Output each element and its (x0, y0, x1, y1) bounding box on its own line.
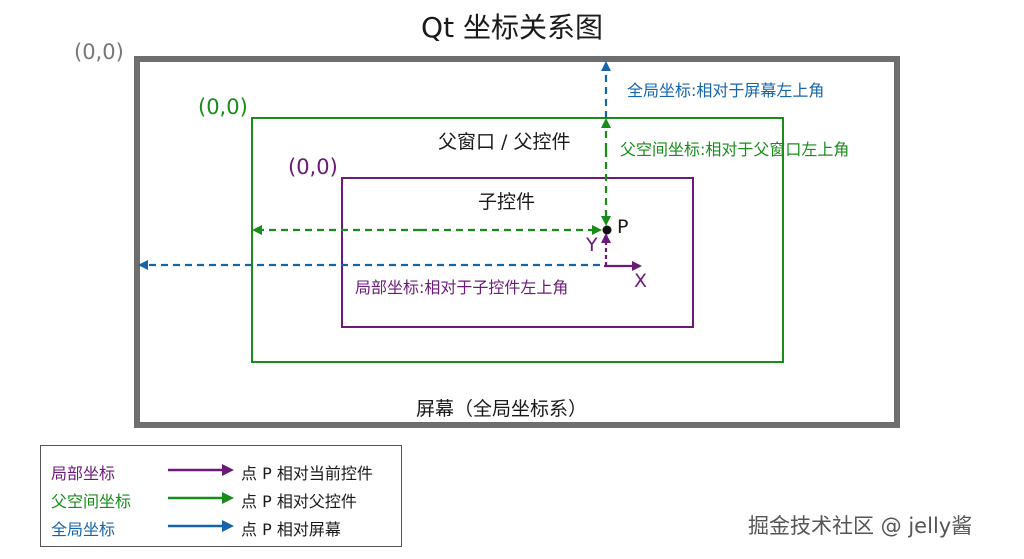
legend-desc: 点 P 相对屏幕 (241, 520, 341, 539)
point-p-dot (602, 225, 612, 235)
parent-window-label: 父窗口 / 父控件 (438, 131, 571, 153)
point-p-label: P (617, 216, 629, 238)
legend-arrow (168, 464, 234, 476)
screen-label: 屏幕（全局坐标系） (416, 398, 588, 420)
local-coord-label: 局部坐标:相对于子控件左上角 (355, 278, 569, 297)
parent-origin-label: (0,0) (198, 95, 248, 119)
legend: 局部坐标 点 P 相对当前控件 父空间坐标 点 P 相对父控件 全局坐标 点 P… (40, 445, 402, 547)
watermark: 掘金技术社区 @ jelly酱 (748, 514, 973, 538)
child-origin-label: (0,0) (288, 155, 338, 179)
legend-arrow (168, 492, 234, 504)
parent-coord-label: 父空间坐标:相对于父窗口左上角 (620, 140, 850, 159)
global-coord-label: 全局坐标:相对于屏幕左上角 (627, 81, 825, 100)
legend-desc: 点 P 相对当前控件 (241, 464, 373, 483)
legend-name: 父空间坐标 (51, 492, 132, 511)
screen-origin-label: (0,0) (74, 40, 124, 64)
x-axis-label: X (634, 270, 648, 292)
y-axis-label: Y (586, 234, 598, 256)
legend-arrow (168, 520, 234, 532)
diagram-title: Qt 坐标关系图 (421, 11, 603, 44)
legend-name: 全局坐标 (51, 520, 116, 539)
child-widget-rect (341, 177, 694, 328)
screen-rect (134, 56, 900, 428)
child-widget-label: 子控件 (478, 191, 536, 213)
legend-desc: 点 P 相对父控件 (241, 492, 357, 511)
parent-window-rect (251, 117, 784, 363)
legend-name: 局部坐标 (51, 464, 116, 483)
